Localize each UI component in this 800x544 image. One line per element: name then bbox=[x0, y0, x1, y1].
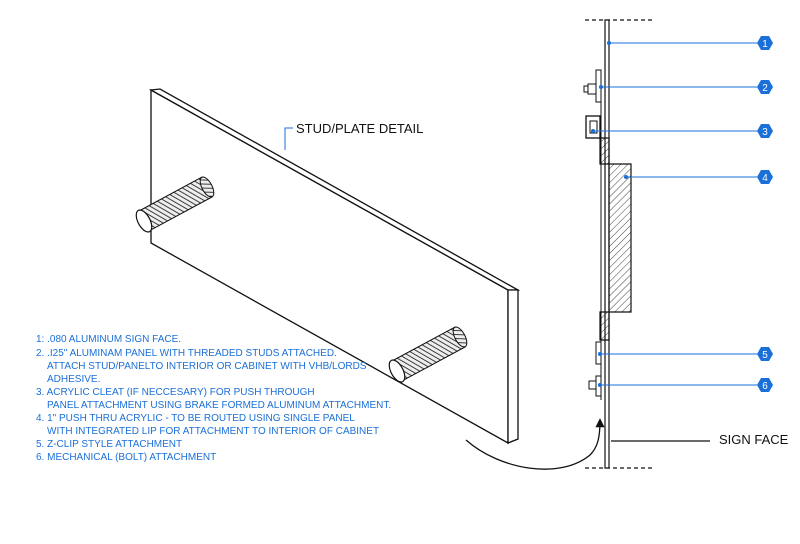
callout-bubble-6: 6 bbox=[757, 378, 773, 392]
note-line: WITH INTEGRATED LIP FOR ATTACHMENT TO IN… bbox=[47, 426, 379, 437]
detail-arrow bbox=[465, 418, 605, 470]
note-line: 5. Z-CLIP STYLE ATTACHMENT bbox=[36, 439, 182, 450]
push-thru-acrylic bbox=[599, 137, 632, 341]
svg-text:3: 3 bbox=[762, 127, 768, 138]
detail-label: STUD/PLATE DETAIL bbox=[296, 121, 423, 136]
note-line: 1: .080 ALUMINUM SIGN FACE. bbox=[36, 334, 181, 345]
svg-text:4: 4 bbox=[762, 173, 768, 184]
note-line: PANEL ATTACHMENT USING BRAKE FORMED ALUM… bbox=[47, 400, 391, 411]
note-line: ATTACH STUD/PANELTO INTERIOR OR CABINET … bbox=[47, 361, 367, 372]
svg-text:2: 2 bbox=[762, 83, 768, 94]
threaded-stud-right bbox=[388, 326, 468, 383]
callout-bubble-4: 4 bbox=[757, 170, 773, 184]
threaded-stud-left bbox=[135, 176, 215, 233]
detail-label-leader bbox=[284, 127, 293, 150]
note-line: 4. 1" PUSH THRU ACRYLIC - TO BE ROUTED U… bbox=[36, 413, 355, 424]
note-line: 2. .I25" ALUMINAM PANEL WITH THREADED ST… bbox=[36, 348, 337, 359]
svg-text:1: 1 bbox=[762, 39, 768, 50]
callout-bubble-5: 5 bbox=[757, 347, 773, 361]
notes-list: 1: .080 ALUMINUM SIGN FACE. 2. .I25" ALU… bbox=[36, 334, 391, 463]
callout-bubble-3: 3 bbox=[757, 124, 773, 138]
callout-bubble-1: 1 bbox=[757, 36, 773, 50]
svg-text:6: 6 bbox=[762, 381, 768, 392]
section-view bbox=[583, 19, 655, 469]
callout-leaders bbox=[593, 42, 757, 386]
note-line: 3. ACRYLIC CLEAT (IF NECCESARY) FOR PUSH… bbox=[36, 387, 315, 398]
callout-bubble-2: 2 bbox=[757, 80, 773, 94]
note-line: ADHESIVE. bbox=[47, 374, 100, 385]
sign-face-label: SIGN FACE bbox=[719, 432, 789, 447]
svg-text:5: 5 bbox=[762, 350, 768, 361]
plate-side-edge bbox=[507, 289, 519, 444]
note-line: 6. MECHANICAL (BOLT) ATTACHMENT bbox=[36, 452, 216, 463]
callout-dots bbox=[591, 41, 628, 387]
